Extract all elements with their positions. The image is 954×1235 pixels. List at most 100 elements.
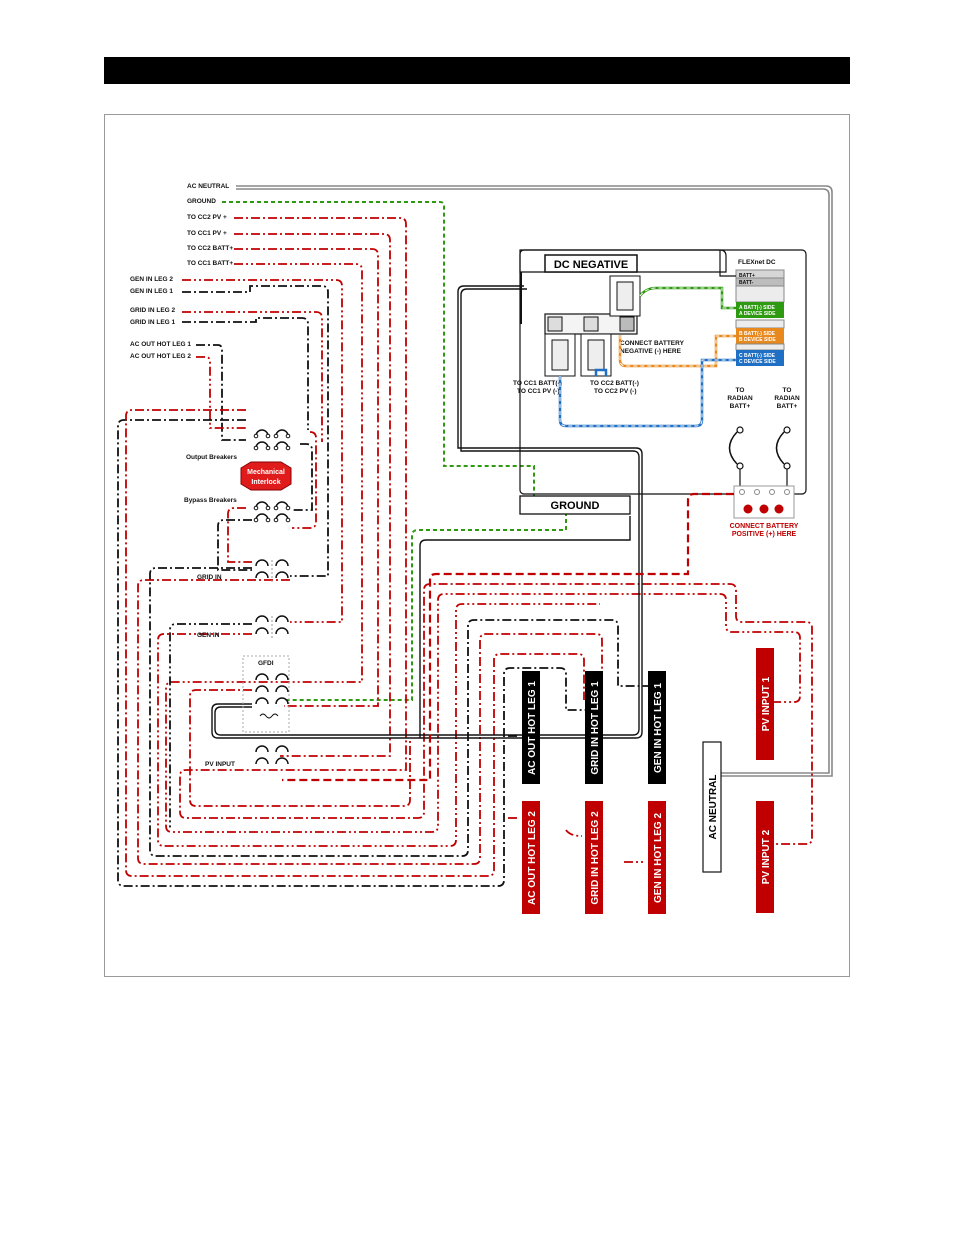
ground-wire-top: [222, 201, 535, 496]
gfdi-loop: [189, 689, 411, 807]
tag-grid-in-leg2-connector: [565, 829, 583, 837]
label-ac-out-hot-leg2: AC OUT HOT LEG 2: [130, 353, 191, 360]
flexnet-c-device: C DEVICE SIDE: [739, 359, 776, 365]
bypass-black-loop: [292, 443, 313, 511]
tag-pv-input2-text: PV INPUT 2: [761, 829, 772, 884]
pv-input-breaker: [255, 745, 289, 765]
tag-pv-input1-text: PV INPUT 1: [761, 676, 772, 731]
cc2-batt-neg-line2: TO CC2 PV (-): [594, 388, 637, 395]
grid-in-breaker-label: GRID IN: [197, 574, 222, 581]
to-radian-a-line1: TO: [736, 387, 745, 394]
left-loop-black-3: [169, 623, 252, 830]
output-tags: AC OUT HOT LEG 1 GRID IN HOT LEG 1 GEN I…: [508, 648, 774, 914]
tag-grid-in-leg2-text: GRID IN HOT LEG 2: [590, 811, 601, 905]
tag-gen-in-leg1-text: GEN IN HOT LEG 1: [653, 683, 664, 773]
flexnet-batt-plus: BATT+: [739, 273, 755, 279]
mechanical-label: Mechanical: [247, 469, 285, 476]
dc-shunt-bus: [544, 275, 641, 377]
left-outer-loop-black: [117, 419, 590, 887]
dc-negative-label: DC NEGATIVE: [554, 259, 628, 271]
ac-out-leg2-wire: [196, 356, 246, 429]
to-radian-b-line3: BATT+: [777, 403, 798, 410]
tag-ac-neutral-text: AC NEUTRAL: [708, 775, 719, 840]
to-radian-a-line3: BATT+: [730, 403, 751, 410]
tag-gen-in-leg2: GEN IN HOT LEG 2: [648, 801, 666, 914]
flexnet-b-device: B DEVICE SIDE: [739, 337, 776, 343]
flexnet-a-batt: A BATT(-) SIDE: [739, 305, 775, 311]
dc-negative-box: DC NEGATIVE CONNECT BATTERY NEGATIVE (-)…: [282, 249, 807, 782]
flexnet-dc-label: FLEXnet DC: [738, 259, 776, 266]
tag-grid-in-leg1: GRID IN HOT LEG 1: [585, 671, 603, 784]
cc1-batt-neg-line1: TO CC1 BATT(-): [513, 380, 562, 387]
gfdi-breaker: [242, 655, 290, 733]
left-loop-black-2: [149, 567, 656, 857]
bypass-breaker: [253, 501, 291, 523]
gfdi-label: GFDI: [258, 660, 274, 667]
label-ground: GROUND: [187, 198, 216, 205]
to-cc2-pv-wire: [179, 217, 813, 845]
tag-pv-input1: PV INPUT 1: [756, 648, 774, 760]
left-outer-loop-red: [125, 409, 585, 877]
label-to-cc2-pv: TO CC2 PV +: [187, 214, 227, 221]
bypass-red-loop: [292, 431, 317, 529]
gen-in-leg1-wire: [182, 285, 329, 577]
diagram-frame: [104, 114, 850, 977]
label-grid-in-leg1: GRID IN LEG 1: [130, 319, 176, 326]
cc2-batt-neg-line1: TO CC2 BATT(-): [590, 380, 639, 387]
connect-battery-pos-line1: CONNECT BATTERY: [730, 523, 799, 530]
grid-in-breaker: [255, 559, 289, 584]
interlock-label: Interlock: [251, 479, 280, 486]
dc-negative-main-wire: [211, 285, 643, 739]
connect-battery-neg-line2: NEGATIVE (-) HERE: [620, 348, 682, 355]
flexnet-a-device: A DEVICE SIDE: [739, 311, 776, 317]
gen-in-breaker: [255, 615, 289, 640]
output-breaker: [253, 429, 291, 451]
left-loop-red-2: [137, 579, 603, 865]
left-loop-red-3: [157, 603, 600, 847]
tag-ac-out-leg1: AC OUT HOT LEG 1: [522, 671, 540, 784]
ac-out-leg1-wire: [196, 344, 246, 441]
label-to-cc2-batt: TO CC2 BATT+: [187, 245, 233, 252]
to-cc2-batt-wire: [234, 248, 379, 707]
top-wire-runs: [165, 185, 833, 845]
battery-positive-wire: [282, 492, 734, 782]
dc-negative-main-wire-2: [214, 288, 640, 736]
pv-input-breaker-label: PV INPUT: [205, 761, 235, 768]
connect-battery-pos-line2: POSITIVE (+) HERE: [732, 531, 797, 538]
tag-grid-in-leg2: GRID IN HOT LEG 2: [585, 801, 603, 914]
connect-battery-neg-line1: CONNECT BATTERY: [620, 340, 685, 347]
tag-ac-out-leg2-text: AC OUT HOT LEG 2: [527, 811, 538, 905]
to-cc1-batt-wire: [165, 263, 801, 833]
ac-neutral-wire: [236, 185, 833, 777]
label-gen-in-leg2: GEN IN LEG 2: [130, 276, 173, 283]
bypass-left-red: [227, 507, 252, 563]
gen-in-breaker-label: GEN IN: [197, 632, 220, 639]
label-to-cc1-batt: TO CC1 BATT+: [187, 260, 233, 267]
label-ac-neutral: AC NEUTRAL: [187, 183, 229, 190]
tag-gen-in-leg2-text: GEN IN HOT LEG 2: [653, 813, 664, 903]
to-radian-b-line1: TO: [783, 387, 792, 394]
to-radian-a-line2: RADIAN: [727, 395, 753, 402]
mechanical-interlock: Mechanical Interlock: [240, 461, 292, 491]
tag-ac-neutral: AC NEUTRAL: [702, 741, 722, 873]
header-bar: [104, 57, 850, 84]
tag-ac-out-leg1-text: AC OUT HOT LEG 1: [527, 681, 538, 775]
flexnet-b-batt: B BATT(-) SIDE: [739, 331, 776, 337]
ground-bar-label: GROUND: [551, 500, 600, 512]
tag-pv-input2: PV INPUT 2: [756, 801, 774, 913]
ground-wire-gfdi: [284, 512, 567, 701]
label-ac-out-hot-leg1: AC OUT HOT LEG 1: [130, 341, 191, 348]
grid-in-leg2-wire: [182, 311, 323, 442]
bypass-breakers-label: Bypass Breakers: [184, 497, 237, 504]
breaker-column: Output Breakers Mechanical Interlock Byp…: [184, 429, 292, 768]
label-gen-in-leg1: GEN IN LEG 1: [130, 288, 173, 295]
ground-bar-lower-wire: [419, 516, 631, 738]
to-cc1-pv-wire: [234, 233, 391, 757]
wire-label-list: AC NEUTRAL GROUND TO CC2 PV + TO CC1 PV …: [130, 183, 233, 360]
to-radian-b-line2: RADIAN: [774, 395, 800, 402]
tag-gen-in-leg1: GEN IN HOT LEG 1: [648, 671, 666, 784]
ground-bar: GROUND: [519, 495, 631, 515]
ac-neutral-wire-inner: [236, 188, 830, 774]
gen-in-leg2-wire: [182, 279, 343, 623]
